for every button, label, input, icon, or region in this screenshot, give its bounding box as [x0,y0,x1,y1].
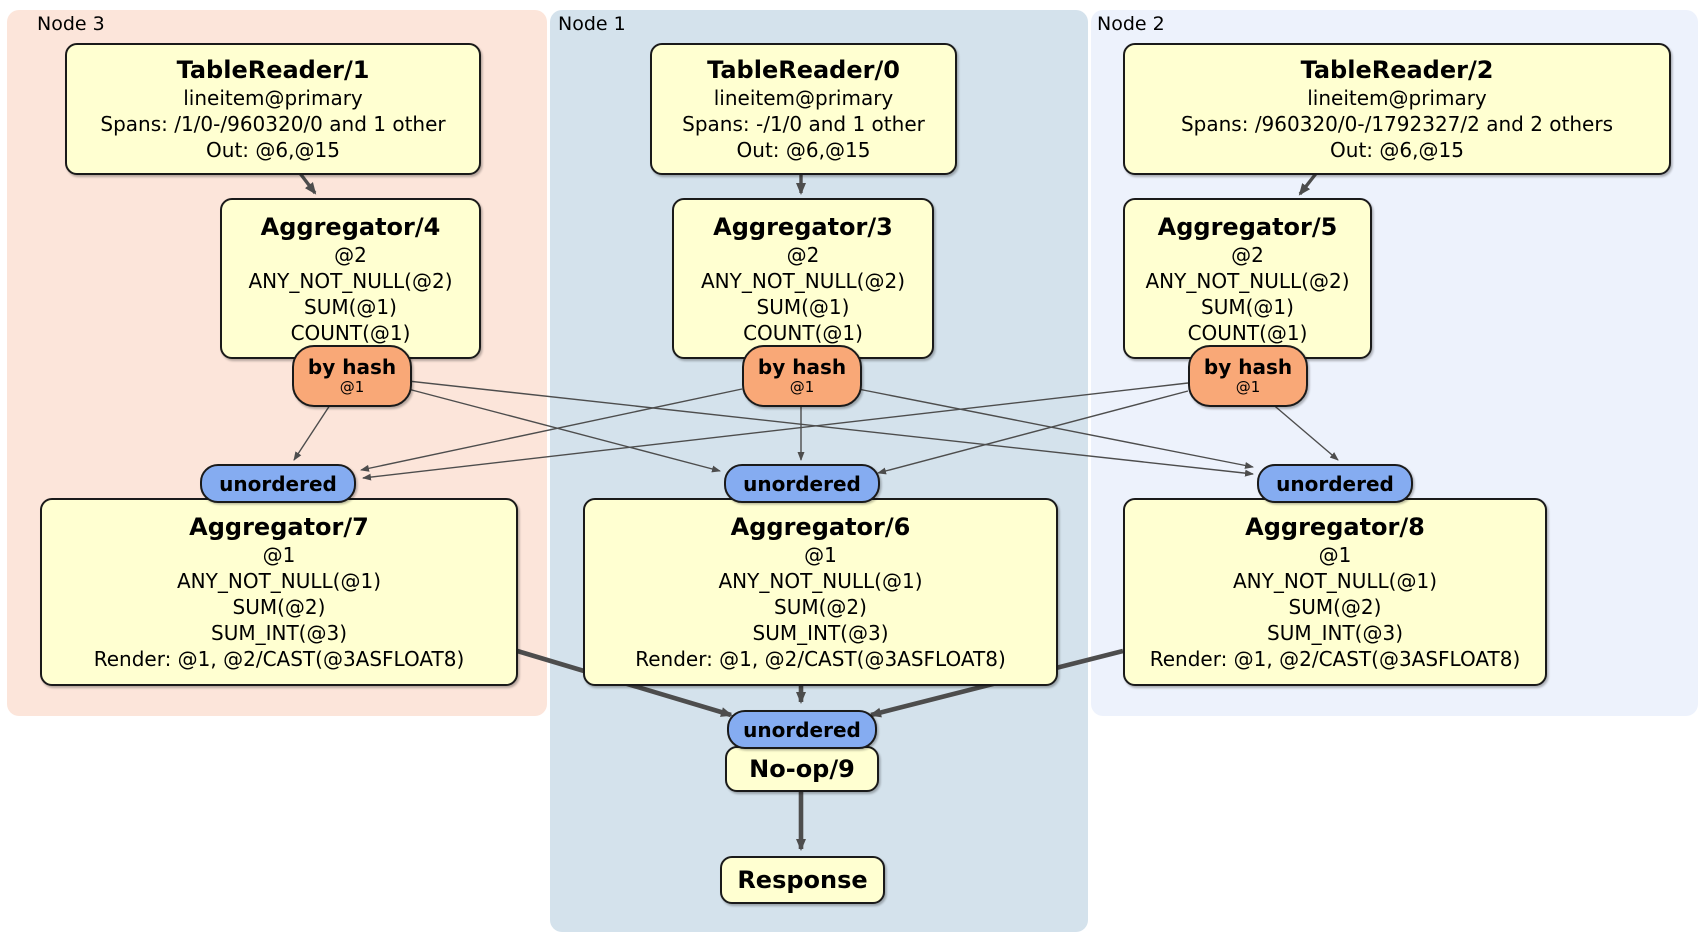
tablereader-0-box: TableReader/0 lineitem@primary Spans: -/… [650,43,957,175]
aggregator-3-box: Aggregator/3 @2 ANY_NOT_NULL(@2) SUM(@1)… [672,198,934,359]
box-line: Spans: /960320/0-/1792327/2 and 2 others [1180,112,1613,136]
aggregator-6-box: Aggregator/6 @1 ANY_NOT_NULL(@1) SUM(@2)… [583,498,1058,686]
box-line: COUNT(@1) [743,320,863,345]
box-line: ANY_NOT_NULL(@1) [177,569,381,593]
box-line: COUNT(@1) [290,320,411,345]
aggregator-4-box: Aggregator/4 @2 ANY_NOT_NULL(@2) SUM(@1)… [220,198,481,359]
by-hash-router-node-1: by hash @1 [742,345,862,407]
box-line: SUM(@1) [1201,294,1294,319]
box-line: Out: @6,@15 [736,138,871,162]
box-title: Aggregator/3 [713,212,893,241]
box-line: lineitem@primary [1307,86,1487,110]
box-line: @2 [1231,242,1264,267]
box-line: Render: @1, @2/CAST(@3ASFLOAT8) [635,647,1006,671]
box-line: @1 [262,543,296,567]
box-line: ANY_NOT_NULL(@2) [1145,268,1350,293]
by-hash-router-node-3: by hash @1 [292,345,412,407]
box-title: TableReader/0 [707,56,900,84]
box-line: ANY_NOT_NULL(@1) [1233,569,1437,593]
box-line: ANY_NOT_NULL(@1) [718,569,923,593]
region-node-3-label: Node 3 [37,13,105,35]
box-line: SUM(@1) [756,294,850,319]
tablereader-1-box: TableReader/1 lineitem@primary Spans: /1… [65,43,481,175]
box-title: TableReader/2 [1300,56,1494,84]
box-line: SUM_INT(@3) [752,621,889,645]
box-title: Aggregator/5 [1157,212,1338,241]
box-line: Out: @6,@15 [206,138,340,162]
router-detail: @1 [339,378,365,396]
box-line: Spans: -/1/0 and 1 other [682,112,925,136]
box-line: @2 [786,242,820,267]
box-line: Out: @6,@15 [1330,138,1464,162]
box-line: ANY_NOT_NULL(@2) [701,268,905,293]
by-hash-router-node-2: by hash @1 [1188,345,1308,407]
box-line: COUNT(@1) [1187,320,1308,345]
region-node-2-label: Node 2 [1097,13,1165,35]
aggregator-7-box: Aggregator/7 @1 ANY_NOT_NULL(@1) SUM(@2)… [40,498,518,686]
aggregator-8-box: Aggregator/8 @1 ANY_NOT_NULL(@1) SUM(@2)… [1123,498,1547,686]
box-title: No-op/9 [749,755,855,783]
response-box: Response [720,856,885,904]
box-line: @1 [804,543,837,567]
box-line: Spans: /1/0-/960320/0 and 1 other [100,112,446,136]
box-line: Render: @1, @2/CAST(@3ASFLOAT8) [1149,647,1521,671]
final-unordered-sync: unordered [727,710,877,749]
box-title: Aggregator/7 [189,513,369,541]
box-title: Aggregator/8 [1245,513,1425,541]
box-title: Response [737,866,868,894]
aggregator-5-box: Aggregator/5 @2 ANY_NOT_NULL(@2) SUM(@1)… [1123,198,1372,359]
box-title: Aggregator/4 [260,212,441,241]
router-label: by hash [757,355,847,379]
box-line: @2 [334,242,367,267]
box-line: SUM(@2) [1288,595,1382,619]
box-line: Render: @1, @2/CAST(@3ASFLOAT8) [93,647,465,671]
box-line: lineitem@primary [713,86,894,110]
box-line: SUM_INT(@3) [1267,621,1403,645]
box-line: SUM(@2) [232,595,326,619]
box-line: lineitem@primary [183,86,363,110]
box-title: Aggregator/6 [730,513,911,541]
router-label: by hash [1203,355,1293,379]
region-node-1-label: Node 1 [558,13,626,35]
unordered-sync-node-3: unordered [200,464,356,503]
unordered-sync-node-1: unordered [724,464,880,503]
box-line: SUM(@1) [304,294,397,319]
noop-box: No-op/9 [725,746,879,792]
router-detail: @1 [789,378,815,396]
unordered-sync-node-2: unordered [1257,464,1413,503]
box-title: TableReader/1 [176,56,370,84]
box-line: SUM(@2) [774,595,867,619]
router-label: by hash [307,355,397,379]
tablereader-2-box: TableReader/2 lineitem@primary Spans: /9… [1123,43,1671,175]
box-line: ANY_NOT_NULL(@2) [248,268,453,293]
router-detail: @1 [1235,378,1261,396]
box-line: @1 [1318,543,1352,567]
box-line: SUM_INT(@3) [211,621,347,645]
